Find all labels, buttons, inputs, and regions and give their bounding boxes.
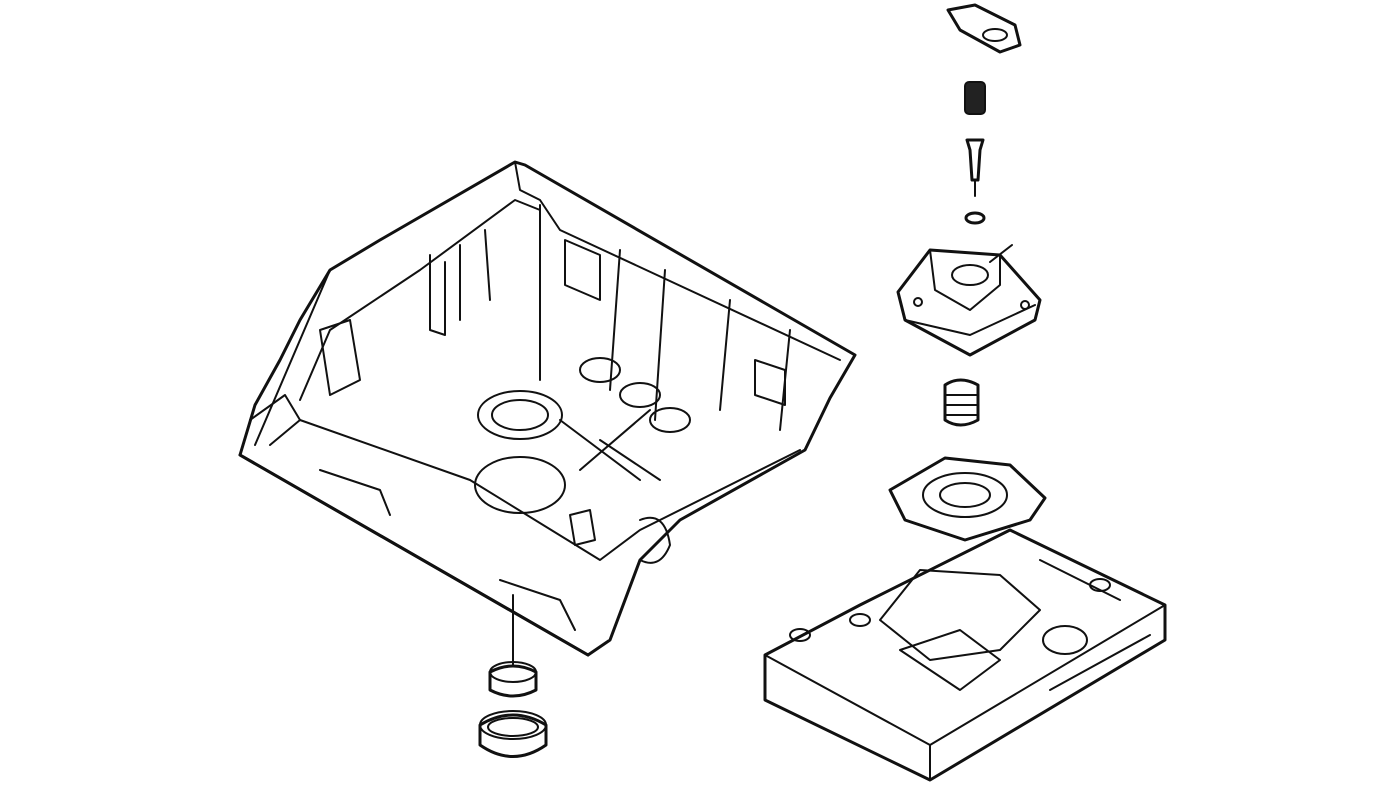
main-housing	[238, 160, 857, 657]
small-spring	[964, 81, 986, 115]
valve-body	[896, 244, 1042, 357]
screw	[965, 138, 985, 197]
large-spring	[943, 378, 980, 427]
diaphragm	[888, 456, 1047, 542]
top-clip	[946, 3, 1022, 54]
bottom-sealing-ring	[478, 710, 548, 758]
bottom-cap	[488, 661, 538, 698]
base-plate	[763, 528, 1167, 782]
o-ring	[964, 211, 986, 225]
